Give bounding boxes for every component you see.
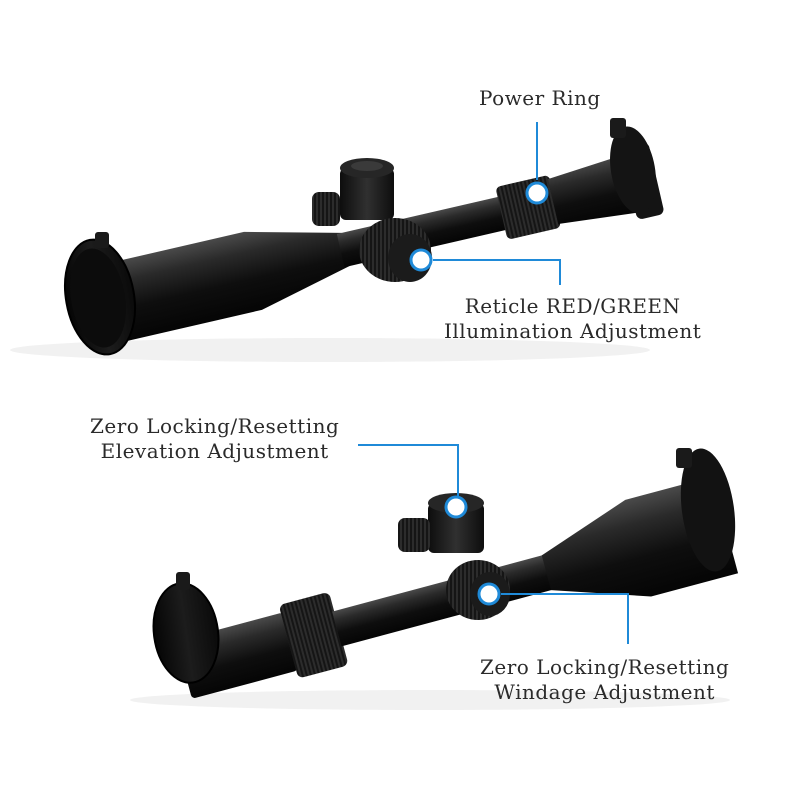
windage-callout-line bbox=[501, 593, 629, 644]
windage-callout bbox=[477, 582, 629, 644]
reticle-illumination-callout bbox=[409, 248, 561, 285]
top-rifle-scope bbox=[10, 118, 664, 362]
elevation-marker bbox=[444, 495, 468, 519]
reticle-illumination-label: Reticle RED/GREEN Illumination Adjustmen… bbox=[444, 294, 701, 344]
windage-label-line-2: Windage Adjustment bbox=[494, 680, 715, 704]
top-eyepiece-cap-tab bbox=[610, 118, 626, 138]
elevation-label: Zero Locking/Resetting Elevation Adjustm… bbox=[90, 414, 339, 464]
windage-marker bbox=[477, 582, 501, 606]
elevation-callout bbox=[358, 444, 468, 519]
windage-label-line-1: Zero Locking/Resetting bbox=[480, 655, 730, 679]
reticle-illumination-callout-line bbox=[433, 259, 561, 285]
bottom-left-turret bbox=[398, 518, 430, 552]
power-ring-marker bbox=[525, 181, 549, 205]
power-ring-label: Power Ring bbox=[479, 86, 601, 111]
bottom-elevation-turret bbox=[428, 503, 484, 553]
reticle-illumination-label-line-1: Reticle RED/GREEN bbox=[464, 294, 681, 318]
power-ring-label-line-1: Power Ring bbox=[479, 86, 601, 110]
bottom-scope-shadow bbox=[130, 690, 730, 710]
top-objective-cap-face bbox=[70, 248, 126, 348]
elevation-label-line-1: Zero Locking/Resetting bbox=[90, 414, 340, 438]
top-left-knob bbox=[312, 192, 340, 226]
reticle-illumination-label-line-2: Illumination Adjustment bbox=[444, 319, 702, 343]
top-elevation-turret-cap-top bbox=[351, 161, 383, 171]
windage-label: Zero Locking/Resetting Windage Adjustmen… bbox=[480, 655, 729, 705]
reticle-illumination-marker bbox=[409, 248, 433, 272]
top-eyepiece-cap bbox=[610, 126, 656, 214]
top-objective-bell bbox=[92, 231, 350, 345]
top-cap-hinge bbox=[95, 232, 109, 248]
top-scope-shadow bbox=[10, 338, 650, 362]
bottom-rifle-scope bbox=[130, 448, 739, 710]
bottom-main-tube bbox=[332, 554, 554, 647]
bottom-eyepiece-cap-tab bbox=[176, 572, 190, 590]
elevation-label-line-2: Elevation Adjustment bbox=[100, 439, 329, 463]
elevation-callout-line bbox=[358, 444, 459, 497]
bottom-objective-cap bbox=[680, 448, 736, 572]
bottom-objective-cap-tab bbox=[676, 448, 692, 468]
bottom-power-ring bbox=[280, 593, 348, 678]
top-elevation-turret bbox=[340, 168, 394, 220]
power-ring-callout bbox=[525, 122, 549, 205]
